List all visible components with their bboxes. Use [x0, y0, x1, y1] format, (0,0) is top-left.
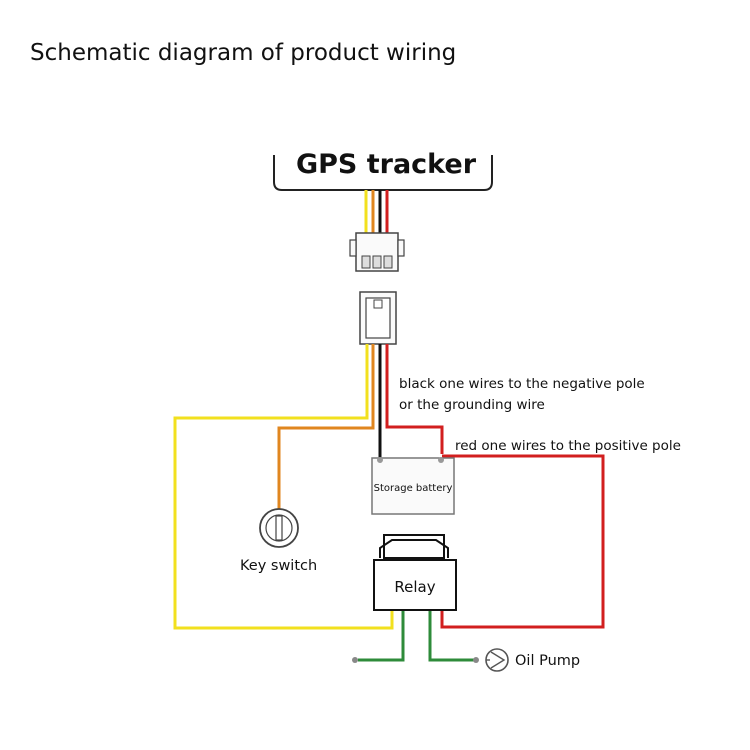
yellow-wire [173, 344, 394, 630]
red-wire [385, 344, 444, 454]
oil-pump-icon [485, 648, 509, 672]
key-switch-icon [259, 508, 299, 548]
storage-battery: Storage battery [371, 457, 455, 515]
key-switch-label: Key switch [240, 558, 317, 574]
ground-terminal [352, 657, 358, 663]
red-wire-note: red one wires to the positive pole [455, 438, 681, 454]
green-wire-ground [358, 611, 405, 662]
gps-tracker-box [273, 155, 493, 191]
black-wire-note-line1: black one wires to the negative pole [399, 376, 645, 392]
connector-plug [349, 232, 405, 272]
tracker-wire-bundle [364, 190, 389, 234]
relay-label: Relay [394, 578, 435, 596]
battery-label: Storage battery [374, 483, 453, 494]
pump-terminal [473, 657, 479, 663]
orange-wire [277, 344, 375, 510]
relay: Relay [373, 534, 457, 611]
red-wire-to-relay [440, 454, 605, 629]
connector-socket [359, 291, 397, 345]
green-wire-pump [428, 611, 474, 662]
oil-pump-label: Oil Pump [515, 653, 580, 669]
gps-tracker-label: GPS tracker [296, 149, 477, 180]
black-wire-note-line2: or the grounding wire [399, 397, 545, 413]
page-title: Schematic diagram of product wiring [30, 40, 456, 66]
